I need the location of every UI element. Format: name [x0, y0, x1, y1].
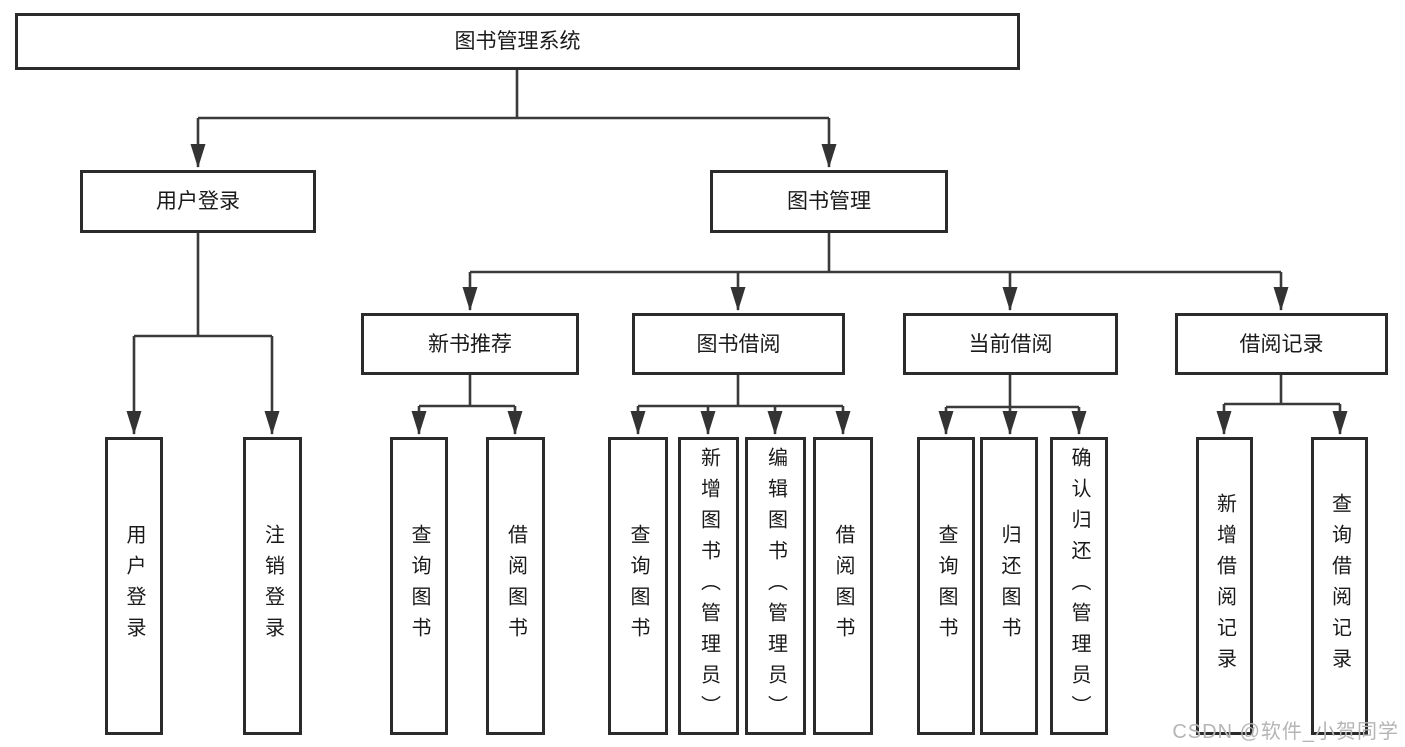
node-new-book-recommend: 新书推荐	[361, 313, 579, 375]
leaf-current-return-books: 归还图书	[980, 437, 1038, 735]
node-book-borrow: 图书借阅	[632, 313, 845, 375]
leaf-borrow-query-books-label: 查询图书	[627, 524, 649, 648]
node-current-borrow-label: 当前借阅	[968, 332, 1053, 356]
node-new-book-recommend-label: 新书推荐	[428, 332, 512, 356]
leaf-records-add-record: 新增借阅记录	[1196, 437, 1253, 735]
leaf-recommend-borrow-books-label: 借阅图书	[504, 524, 527, 648]
leaf-logout-label: 注销登录	[261, 524, 284, 648]
leaf-current-query-books: 查询图书	[917, 437, 975, 735]
leaf-recommend-borrow-books: 借阅图书	[486, 437, 545, 735]
tree-arrow-lines	[126, 118, 1348, 435]
leaf-current-confirm-return-admin: 确认归还（管理员）	[1050, 437, 1108, 735]
leaf-borrow-edit-books-admin-label: 编辑图书（管理员）	[764, 446, 787, 726]
leaf-borrow-borrow-books: 借阅图书	[813, 437, 873, 735]
node-current-borrow: 当前借阅	[903, 313, 1118, 375]
node-borrow-records-label: 借阅记录	[1239, 332, 1324, 356]
leaf-current-confirm-return-admin-label: 确认归还（管理员）	[1068, 446, 1090, 726]
leaf-records-query-record-label: 查询借阅记录	[1328, 493, 1351, 679]
leaf-current-return-books-label: 归还图书	[998, 524, 1020, 648]
leaf-borrow-add-books-admin-label: 新增图书（管理员）	[697, 446, 720, 726]
node-root-system: 图书管理系统	[15, 13, 1020, 70]
leaf-current-query-books-label: 查询图书	[935, 524, 957, 648]
leaf-user-login-label: 用户登录	[123, 524, 145, 648]
leaf-borrow-borrow-books-label: 借阅图书	[832, 524, 854, 648]
tree-branch-lines	[134, 70, 1340, 409]
leaf-recommend-query-books: 查询图书	[390, 437, 448, 735]
csdn-watermark: CSDN @软件_小贺同学	[1172, 721, 1399, 743]
leaf-borrow-add-books-admin: 新增图书（管理员）	[678, 437, 739, 735]
node-borrow-records: 借阅记录	[1175, 313, 1388, 375]
node-book-borrow-label: 图书借阅	[696, 332, 781, 356]
leaf-borrow-edit-books-admin: 编辑图书（管理员）	[745, 437, 806, 735]
leaf-recommend-query-books-label: 查询图书	[408, 524, 430, 648]
node-book-management: 图书管理	[710, 170, 948, 233]
node-user-login-label: 用户登录	[156, 190, 240, 213]
leaf-borrow-query-books: 查询图书	[608, 437, 668, 735]
leaf-user-login: 用户登录	[105, 437, 163, 735]
node-book-management-label: 图书管理	[787, 190, 871, 213]
leaf-records-query-record: 查询借阅记录	[1311, 437, 1368, 735]
node-user-login: 用户登录	[80, 170, 316, 233]
node-root-system-label: 图书管理系统	[454, 30, 581, 53]
leaf-logout: 注销登录	[243, 437, 302, 735]
leaf-records-add-record-label: 新增借阅记录	[1213, 493, 1236, 679]
